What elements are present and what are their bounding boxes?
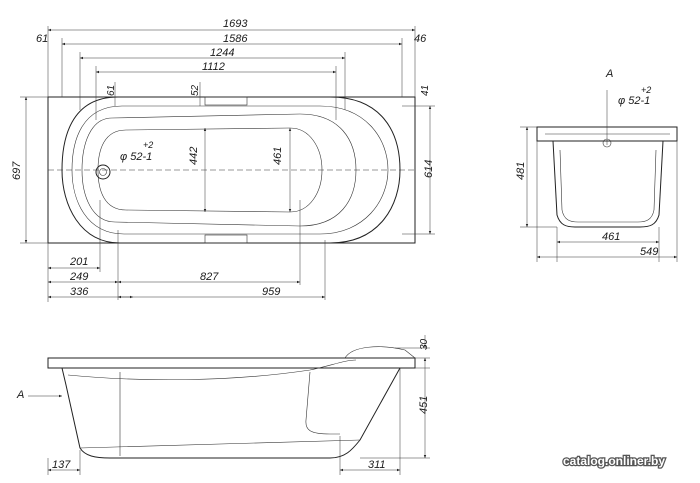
end-drain-label: φ 52-1 <box>618 95 650 107</box>
dim-336: 336 <box>70 286 89 298</box>
side-dim-137: 137 <box>52 459 71 471</box>
end-drain-tolerance: +2 <box>641 85 651 95</box>
dim-249: 249 <box>69 271 88 283</box>
side-dim-30: 30 <box>419 338 430 350</box>
end-dim-549: 549 <box>640 246 658 258</box>
dim-461-top: 461 <box>272 147 284 165</box>
end-view-letter: A <box>605 68 613 80</box>
top-view: 1693 1586 61 46 1244 1112 61 52 41 697 6… <box>11 18 435 302</box>
drain-tolerance: +2 <box>143 140 153 150</box>
dim-201: 201 <box>69 256 88 268</box>
dim-697: 697 <box>11 161 23 180</box>
end-dim-461: 461 <box>602 231 620 243</box>
dim-1693: 1693 <box>223 18 248 30</box>
dim-1244: 1244 <box>210 47 234 59</box>
dim-52: 52 <box>190 84 201 96</box>
dim-442: 442 <box>188 147 200 165</box>
end-view: A φ 52-1 +2 481 461 549 <box>515 68 678 262</box>
dim-61-left: 61 <box>36 33 48 45</box>
side-dim-311: 311 <box>368 459 386 471</box>
dim-46-right: 46 <box>414 33 427 45</box>
end-dim-481: 481 <box>515 162 527 180</box>
watermark: catalog.onliner.by <box>563 454 665 468</box>
dim-827: 827 <box>200 271 219 283</box>
dim-614: 614 <box>423 160 435 178</box>
side-dim-451: 451 <box>418 396 430 414</box>
dim-1586: 1586 <box>223 33 248 45</box>
dim-1112: 1112 <box>202 61 225 73</box>
side-view: A 30 451 137 311 <box>16 335 430 475</box>
dim-959: 959 <box>262 286 280 298</box>
dim-61-inner: 61 <box>106 85 117 96</box>
drain-label: φ 52-1 <box>120 151 152 163</box>
side-view-letter: A <box>16 389 24 401</box>
dim-41: 41 <box>420 85 431 96</box>
